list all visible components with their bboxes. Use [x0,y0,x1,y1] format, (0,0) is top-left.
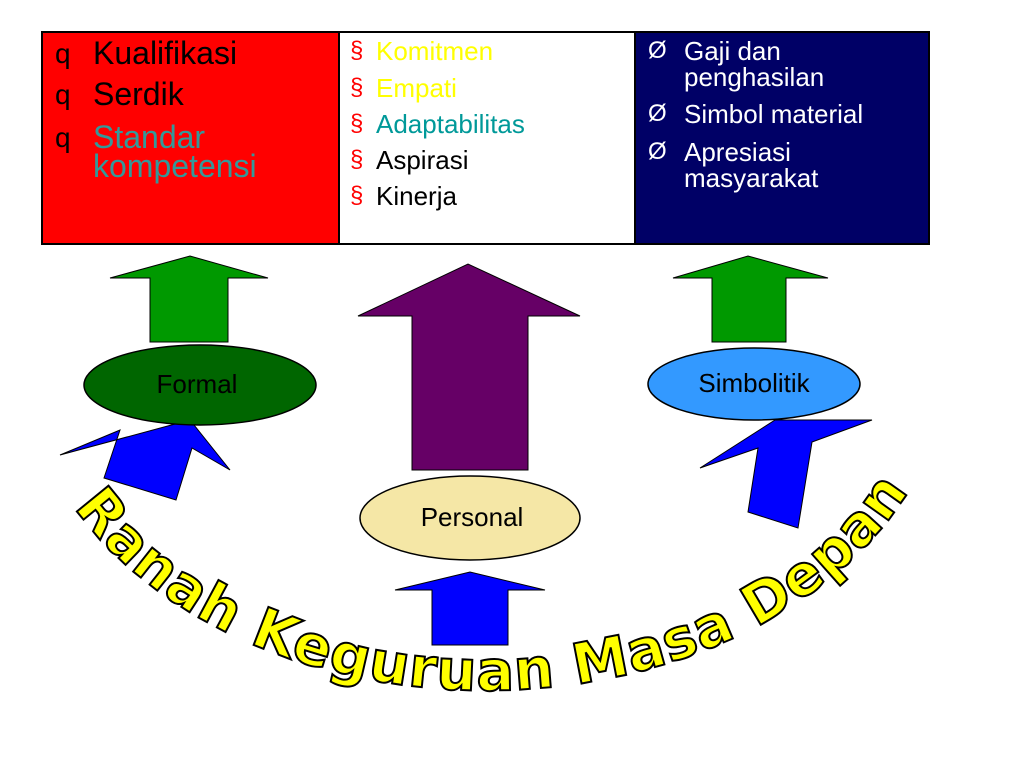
personal-item-adaptabilitas: § Adaptabilitas [350,109,525,139]
item-label-line1: Standar [93,119,206,155]
simbolitik-column: Ø Gaji dan penghasilan Ø Simbol material… [636,33,928,243]
top-table: q Kualifikasi q Serdik q Standar kompete… [41,31,930,245]
item-label-line2: kompetensi [93,148,257,184]
green-arrow-up-icon [109,255,269,343]
formal-item-serdik: q Serdik [55,76,333,112]
formal-item-kualifikasi: q Kualifikasi [55,35,333,71]
empty-set-bullet-icon: Ø [648,100,667,127]
item-label: Komitmen [376,36,494,66]
item-label-line1: Gaji dan [684,36,781,66]
item-label: Serdik [93,76,184,112]
empty-set-bullet-icon: Ø [648,138,667,165]
simbolitik-item-apresiasi: Ø Apresiasi masyarakat [648,137,929,193]
personal-node [359,475,581,561]
empty-set-bullet-icon: Ø [648,37,667,64]
item-label-line2: penghasilan [684,62,825,92]
blue-arrow-right-icon [699,419,873,529]
section-bullet-icon: § [350,182,364,209]
formal-node [83,344,317,426]
q-bullet-icon: q [55,122,71,153]
blue-arrow-up-icon [394,571,546,646]
item-label: Empati [376,73,457,103]
section-bullet-icon: § [350,146,364,173]
green-arrow-up-icon [672,255,829,343]
simbolitik-node-label: Simbolitik [698,368,810,398]
item-label: Aspirasi [376,145,469,175]
item-label: Adaptabilitas [376,109,525,139]
section-bullet-icon: § [350,37,364,64]
q-bullet-icon: q [55,38,71,69]
item-label: Kualifikasi [93,35,238,71]
blue-arrow-left-icon [59,419,231,501]
section-bullet-icon: § [350,110,364,137]
personal-item-komitmen: § Komitmen [350,36,494,66]
item-label: Kinerja [376,181,457,211]
formal-column: q Kualifikasi q Serdik q Standar kompete… [43,33,340,243]
personal-node-label: Personal [421,502,524,532]
formal-item-standar-kompetensi: q Standar kompetensi [55,121,333,184]
simbolitik-item-gaji: Ø Gaji dan penghasilan [648,36,929,92]
q-bullet-icon: q [55,79,71,110]
section-bullet-icon: § [350,74,364,101]
item-label-line1: Apresiasi [684,137,791,167]
personal-item-kinerja: § Kinerja [350,181,457,211]
simbolitik-node [647,347,861,421]
personal-item-empati: § Empati [350,73,457,103]
item-label-line2: masyarakat [684,163,819,193]
personal-column: § Komitmen § Empati § Adaptabilitas § As… [340,33,636,243]
purple-arrow-up-icon [357,263,581,471]
item-label: Simbol material [684,99,864,129]
personal-item-aspirasi: § Aspirasi [350,145,469,175]
formal-node-label: Formal [157,369,238,399]
simbolitik-item-simbol-material: Ø Simbol material [648,99,929,129]
